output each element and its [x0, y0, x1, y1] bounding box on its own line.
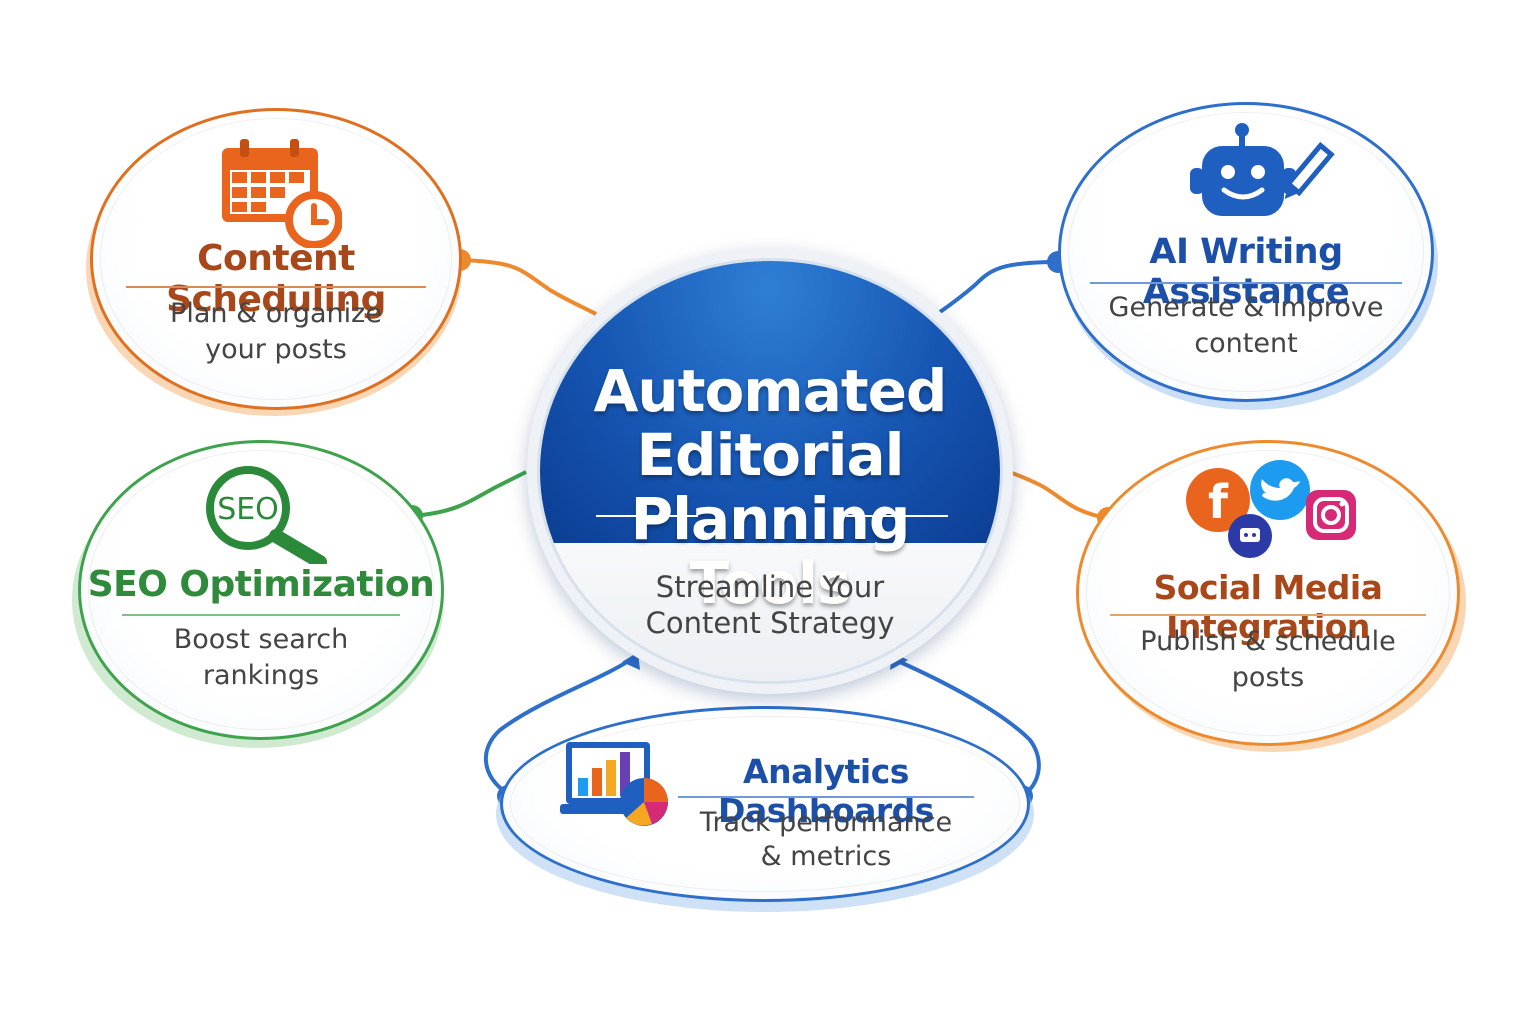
- divider: [126, 286, 426, 288]
- magnifier-seo-icon: SEO: [206, 466, 327, 564]
- node-social: f Social Media Integration Publish & sch…: [1076, 440, 1466, 752]
- desc-line: Track performance: [699, 807, 953, 838]
- center-subtitle-line: Streamline Your: [655, 570, 885, 604]
- center-title-line: Automated: [593, 357, 948, 425]
- node-desc-ai-writing: Generate & improve content: [1058, 290, 1434, 362]
- node-title-analytics: Analytics Dashboards: [718, 752, 934, 830]
- center-bottom: [540, 543, 1000, 681]
- center-hub: Automated Editorial Planning Tools Strea…: [527, 248, 1013, 694]
- desc-line: Plan & organize: [170, 298, 382, 329]
- node-desc-analytics: Track performance & metrics: [676, 806, 976, 874]
- desc-line: rankings: [202, 660, 320, 691]
- center-title-line: Editorial Planning: [630, 421, 911, 553]
- node-title-seo: SEO Optimization: [87, 564, 435, 605]
- node-analytics: Analytics Dashboards Track performance &…: [496, 706, 1034, 912]
- center-title-rule-left: [596, 515, 698, 517]
- node-title-ai-writing: AI Writing Assistance: [1142, 232, 1350, 312]
- desc-line: your posts: [205, 334, 347, 365]
- desc-line: Generate & improve: [1108, 292, 1384, 323]
- node-desc-social: Publish & schedule posts: [1076, 624, 1460, 696]
- calendar-clock-icon: [222, 139, 342, 248]
- desc-line: Boost search: [173, 624, 349, 655]
- desc-line: Publish & schedule: [1140, 626, 1396, 657]
- node-title-social: Social Media Integration: [1153, 568, 1383, 646]
- node-desc-content-scheduling: Plan & organize your posts: [90, 296, 462, 368]
- node-desc-seo: Boost search rankings: [78, 622, 444, 694]
- node-ai-writing: AI Writing Assistance Generate & improve…: [1058, 102, 1438, 410]
- facebook-icon: [1186, 468, 1250, 532]
- seo-icon-label: SEO: [217, 492, 279, 527]
- node-content-scheduling: Content Scheduling Plan & organize your …: [86, 108, 462, 416]
- center-title-line: Tools: [689, 549, 852, 617]
- divider: [678, 796, 974, 798]
- divider: [1110, 614, 1426, 616]
- node-title-content-scheduling: Content Scheduling: [166, 238, 386, 320]
- center-ring: Automated Editorial Planning Tools Strea…: [537, 258, 1003, 684]
- robot-pencil-icon: [1190, 123, 1335, 216]
- facebook-letter: f: [1208, 475, 1229, 529]
- desc-line: & metrics: [760, 841, 892, 872]
- divider: [1090, 282, 1402, 284]
- laptop-chart-icon: [560, 742, 668, 826]
- center-title-rule-right: [846, 515, 948, 517]
- divider: [122, 614, 400, 616]
- desc-line: content: [1194, 328, 1298, 359]
- center-top: [540, 261, 1000, 543]
- desc-line: posts: [1231, 662, 1305, 693]
- center-subtitle-line: Content Strategy: [645, 606, 895, 640]
- connector-social: [1011, 471, 1109, 520]
- social-logos-icon: f: [1186, 460, 1356, 558]
- node-seo: SEO SEO Optimization Boost search rankin…: [72, 440, 444, 748]
- center-title: Automated Editorial Planning Tools: [540, 359, 1000, 615]
- connector-seo: [411, 470, 527, 518]
- center-subtitle: Streamline Your Content Strategy: [540, 569, 1000, 641]
